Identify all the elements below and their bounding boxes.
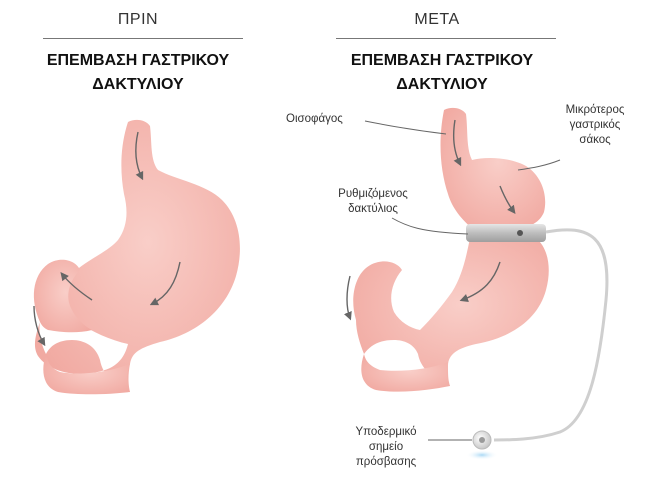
small-pouch-label-line1: Μικρότερος	[540, 103, 647, 118]
esophagus-label: Οισοφάγος	[286, 112, 343, 127]
after-stomach	[347, 108, 549, 392]
port-label-line1: Υποδερμικό	[336, 425, 436, 440]
small-pouch-label-line2: γαστρικός	[540, 118, 647, 133]
port-label-line2: σημείο	[336, 440, 436, 455]
small-pouch-label: Μικρότερος γαστρικός σάκος	[540, 103, 647, 148]
band-label: Ρυθμιζόμενος δακτύλιος	[318, 187, 428, 217]
adjustable-band	[466, 224, 546, 242]
band-label-line2: δακτύλιος	[318, 202, 428, 217]
small-pouch-label-line3: σάκος	[540, 133, 647, 148]
band-label-line1: Ρυθμιζόμενος	[318, 187, 428, 202]
port-label: Υποδερμικό σημείο πρόσβασης	[336, 425, 436, 470]
port-label-line3: πρόσβασης	[336, 455, 436, 470]
before-stomach	[34, 120, 240, 394]
